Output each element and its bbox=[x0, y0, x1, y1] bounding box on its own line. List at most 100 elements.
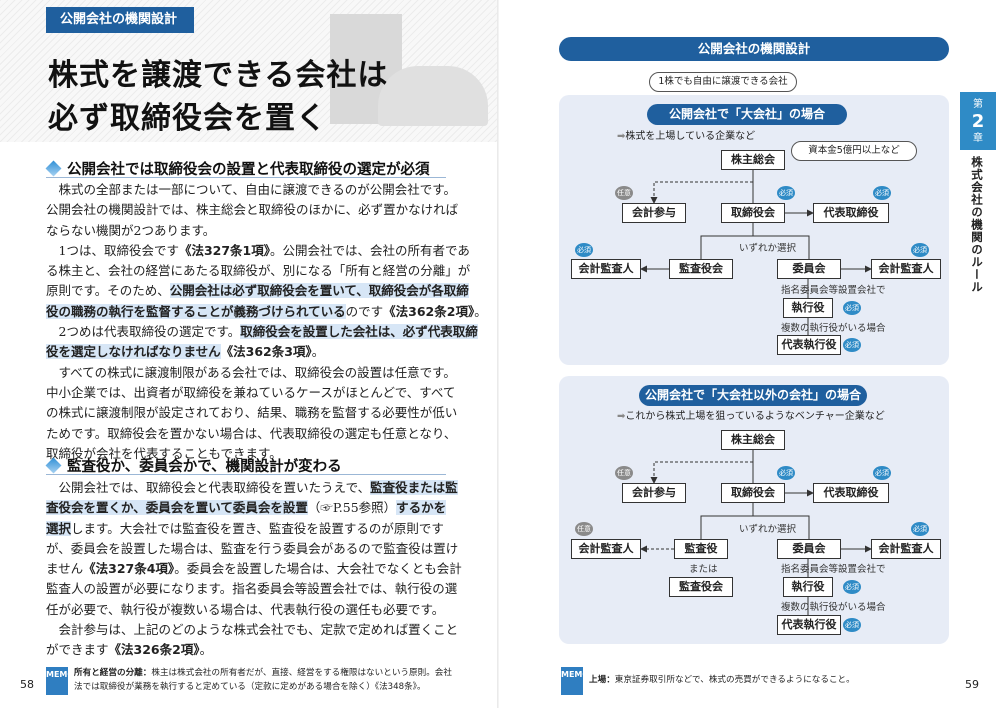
panel2-subtitle: ➡これから株式上場を狙っているようなベンチャー企業など bbox=[617, 411, 885, 422]
p2-line-advisor bbox=[650, 461, 753, 484]
p2-multi-note: 複数の執行役がいる場合 bbox=[781, 602, 886, 613]
s1-line14: 取締役が会社を代表することもできます。 bbox=[46, 445, 282, 461]
p1-required-tag: 必須 bbox=[777, 186, 795, 200]
s1-line6: 原則です。そのため、公開会社は必ず取締役会を置いて、取締役会が各取締 bbox=[46, 283, 469, 299]
s2-line4: が、委員会を設置した場合は、監査を行う委員会があるので監査役は置け bbox=[46, 540, 459, 556]
s2-line9: ができます《法326条2項》。 bbox=[46, 642, 213, 658]
title-badge: 公開会社の機関設計 bbox=[46, 7, 194, 33]
s1-line4: 1つは、取締役会です《法327条1項》。公開会社では、会社の所有者であ bbox=[46, 242, 470, 258]
section2-heading-text: 監査役か、委員会かで、機関設計が変わる bbox=[67, 459, 342, 475]
p2-auditor-left-node: 会計監査人 bbox=[571, 539, 641, 559]
p2-auditor-node: 監査役 bbox=[674, 539, 728, 559]
p1-choice-note: いずれか選択 bbox=[739, 243, 797, 254]
people-illustration bbox=[378, 66, 488, 126]
s1-line8: 2つめは代表取締役の選定です。取締役会を設置した会社は、必ず代表取締 bbox=[46, 324, 478, 340]
s1-line1: 株式の全部または一部について、自由に譲渡できるのが公開会社です。 bbox=[46, 182, 457, 197]
s1-line11: 中小企業では、出資者が取締役を兼ねているケースがほとんどで、すべて bbox=[46, 384, 456, 400]
s1-line12: の株式に譲渡制限が設定されており、結果、職務を監督する必要性が低い bbox=[46, 405, 458, 421]
p2-exec-officer-node: 執行役 bbox=[783, 577, 833, 597]
memo-right-text: 上場：東京証券取引所などで、株式の売買ができるようになること。 bbox=[589, 675, 855, 685]
p1-line-advisor bbox=[650, 181, 753, 204]
p2-board-node: 取締役会 bbox=[721, 483, 785, 503]
s2-line8: 会計参与は、上記のどのような株式会社でも、定款で定めれば置くこと bbox=[46, 622, 459, 638]
p2-committee-note: 指名委員会等設置会社で bbox=[781, 564, 886, 575]
memo-badge: MEMO bbox=[561, 667, 589, 695]
page-title-line1: 株式を譲渡できる会社は bbox=[48, 58, 389, 93]
s2-line2: 査役会を置くか、委員会を置いて委員会を設置（☞P.55参照）するかを bbox=[46, 500, 447, 516]
chapter-title-vertical: 株式会社の機関のルール bbox=[970, 156, 984, 294]
left-page: 公開会社の機関設計 株式を譲渡できる会社は 必ず取締役会を置く 公開会社では取締… bbox=[0, 0, 499, 695]
p1-multi-note: 複数の執行役がいる場合 bbox=[781, 323, 886, 334]
section1-heading: 公開会社では取締役会の設置と代表取締役の選定が必須 bbox=[45, 158, 430, 179]
s1-line13: ためです。取締役会を置かない場合は、代表取締役の選定も任意となり、 bbox=[46, 425, 457, 441]
p2-rep-director-node: 代表取締役 bbox=[813, 483, 889, 503]
s1-line10: すべての株式に譲渡制限がある会社では、取締役会の設置は任意です。 bbox=[46, 364, 456, 380]
p2-committee-node: 委員会 bbox=[777, 539, 841, 559]
section2-underline bbox=[46, 474, 446, 475]
p2-required-tag: 必須 bbox=[873, 466, 891, 480]
page-number-left: 58 bbox=[20, 678, 34, 691]
page-title-line2: 必ず取締役会を置く bbox=[48, 101, 327, 136]
p2-required-tag: 必須 bbox=[843, 580, 861, 594]
top-bubble: 1株でも自由に譲渡できる会社 bbox=[649, 72, 797, 92]
memo-line2: 法では取締役が業務を執行すると定めている（定款に定めがある場合を除く）《法348… bbox=[74, 682, 426, 692]
p1-auditor-right-node: 会計監査人 bbox=[871, 259, 941, 279]
p1-exec-officer-node: 執行役 bbox=[783, 298, 833, 318]
s1-line2: 公開会社の機関設計では、株主総会と取締役のほかに、必ず置かなければ bbox=[46, 202, 459, 218]
panel1-subtitle: ➡株式を上場している企業など bbox=[617, 131, 756, 142]
section1-heading-text: 公開会社では取締役会の設置と代表取締役の選定が必須 bbox=[67, 162, 430, 178]
s1-line5: る株主と、会社の経営にあたる取締役が、別になる「所有と経営の分離」が bbox=[46, 263, 471, 279]
p2-required-tag: 必須 bbox=[911, 522, 929, 536]
section1-body: 株式の全部または一部について、自由に譲渡できるのが公開会社です。 公開会社の機関… bbox=[46, 180, 487, 464]
panel1-capital-bubble: 資本金5億円以上など bbox=[791, 141, 917, 161]
s2-line3: 選択します。大会社では監査役を置き、監査役を設置するのが原則です bbox=[46, 520, 444, 536]
p1-board-node: 取締役会 bbox=[721, 203, 785, 223]
s1-line7: 役の職務の執行を監督することが義務づけられているのです《法362条2項》。 bbox=[46, 303, 487, 319]
section1-underline bbox=[46, 177, 446, 178]
p1-optional-tag: 任意 bbox=[615, 186, 633, 200]
p2-line-auditor bbox=[700, 503, 754, 539]
panel-large-company bbox=[559, 95, 949, 365]
p2-shareholders-node: 株主総会 bbox=[721, 430, 785, 450]
panel2-title: 公開会社で「大会社以外の会社」の場合 bbox=[639, 385, 867, 406]
diagram-title: 公開会社の機関設計 bbox=[559, 37, 949, 61]
s2-line1: 公開会社では、取締役会と代表取締役を置いたうえで、監査役または監 bbox=[46, 480, 458, 495]
p2-audit-board-node: 監査役会 bbox=[669, 577, 733, 597]
section2-body: 公開会社では、取締役会と代表取締役を置いたうえで、監査役または監 査役会を置くか… bbox=[46, 478, 462, 661]
p2-rep-exec-node: 代表執行役 bbox=[777, 615, 841, 635]
p1-required-tag: 必須 bbox=[843, 338, 861, 352]
p1-audit-board-node: 監査役会 bbox=[669, 259, 733, 279]
p1-rep-director-node: 代表取締役 bbox=[813, 203, 889, 223]
p2-line-committee bbox=[753, 515, 810, 539]
p1-shareholders-node: 株主総会 bbox=[721, 150, 785, 170]
p2-choice-note: いずれか選択 bbox=[739, 524, 797, 535]
memo-line1: 所有と経営の分離：株主は株式会社の所有者だが、直接、経営をする権限はないという原… bbox=[74, 668, 452, 678]
diagram-connectors bbox=[640, 170, 872, 615]
p2-accounting-advisor-node: 会計参与 bbox=[622, 483, 686, 503]
section2-heading: 監査役か、委員会かで、機関設計が変わる bbox=[45, 455, 342, 476]
s2-line7: 任が必要で、執行役が複数いる場合は、代表執行役の選任も必要です。 bbox=[46, 601, 445, 617]
p1-rep-exec-node: 代表執行役 bbox=[777, 335, 841, 355]
panel1-title: 公開会社で「大会社」の場合 bbox=[647, 104, 847, 125]
p1-required-tag: 必須 bbox=[911, 243, 929, 257]
s2-line6: 監査人の設置が必要になります。指名委員会等設置会社では、執行役の選 bbox=[46, 581, 458, 597]
page-number-right: 59 bbox=[965, 678, 979, 691]
p2-optional-tag: 任意 bbox=[615, 466, 633, 480]
p2-required-tag: 必須 bbox=[777, 466, 795, 480]
p1-auditor-left-node: 会計監査人 bbox=[571, 259, 641, 279]
panel-non-large-company bbox=[559, 376, 949, 644]
memo-badge: MEMO bbox=[46, 667, 74, 695]
p1-line-committee bbox=[753, 235, 810, 259]
p2-required-tag: 必須 bbox=[843, 618, 861, 632]
p1-committee-node: 委員会 bbox=[777, 259, 841, 279]
s1-line3: ならない機関が2つあります。 bbox=[46, 222, 216, 238]
p2-or-note: または bbox=[689, 564, 718, 575]
p1-required-tag: 必須 bbox=[575, 243, 593, 257]
p1-required-tag: 必須 bbox=[873, 186, 891, 200]
p1-line-audit-board bbox=[700, 223, 754, 259]
p1-committee-note: 指名委員会等設置会社で bbox=[781, 285, 886, 296]
diamond-icon bbox=[45, 160, 62, 177]
s1-line9: 役を選定しなければなりません《法362条3項》。 bbox=[46, 344, 325, 360]
